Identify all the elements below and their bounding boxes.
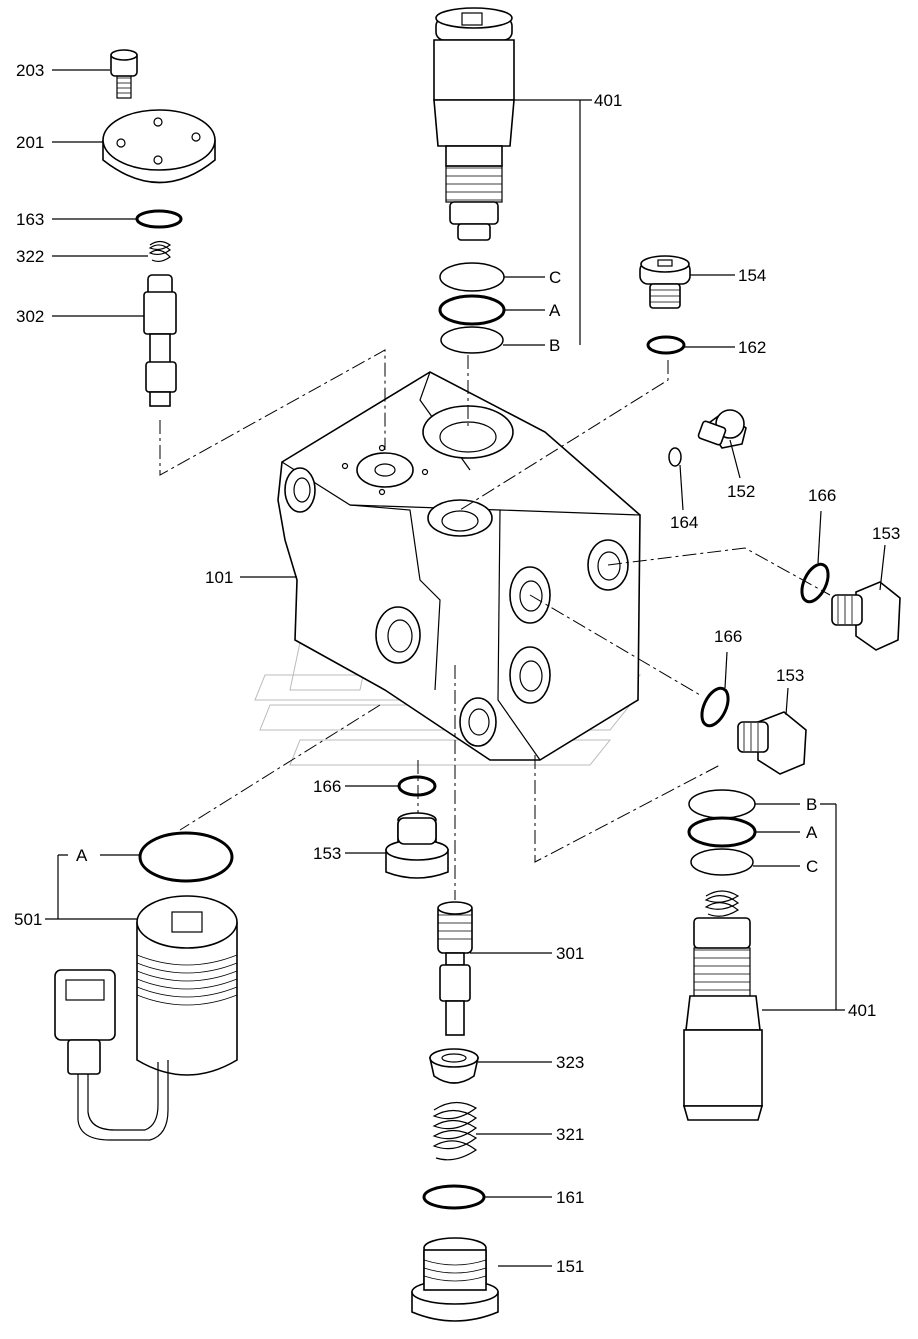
label-c-top: C [549,268,561,287]
label-153-right-middle: 153 [776,666,804,685]
label-152: 152 [727,482,755,501]
assembly-centerlines [159,349,831,900]
oring-166-right-middle [700,686,730,728]
label-501: 501 [14,910,42,929]
label-401-top: 401 [594,91,622,110]
oring-162 [646,335,686,355]
label-166-right-middle: 166 [714,627,742,646]
backup-ring-b-bottom [688,789,756,819]
label-c-bottom: C [806,857,818,876]
plug-152 [697,409,747,449]
label-163: 163 [16,210,44,229]
label-166-right-upper: 166 [808,486,836,505]
label-162: 162 [738,338,766,357]
screw-203 [110,49,138,99]
label-b-bottom: B [806,795,817,814]
oring-a-top [438,294,506,326]
cover-plate-201 [102,109,216,184]
label-a-solenoid: A [76,846,88,865]
label-101: 101 [205,568,233,587]
plug-153-right-upper [831,581,901,651]
label-302: 302 [16,307,44,326]
oring-166-right-upper [800,562,830,604]
label-b-top: B [549,336,560,355]
part-labels: 203 201 163 322 302 401 C A B 154 162 15… [14,61,900,1276]
spring-321 [432,1101,478,1161]
valve-body-101 [277,371,641,761]
label-164: 164 [670,513,698,532]
oring-161 [422,1184,486,1210]
spool-301 [437,901,473,1036]
label-166-bottom: 166 [313,777,341,796]
plug-153-right-middle [737,711,807,775]
plug-151 [411,1237,499,1322]
backup-ring-c-bottom [690,848,754,876]
label-a-top: A [549,301,561,320]
relief-valve-401-top [433,7,515,241]
solenoid-501 [54,895,238,1141]
label-a-bottom: A [806,823,818,842]
label-154: 154 [738,266,766,285]
oring-a-bottom [687,816,757,848]
label-203: 203 [16,61,44,80]
spring-seat-323 [429,1048,479,1084]
label-161: 161 [556,1188,584,1207]
label-401-bottom: 401 [848,1001,876,1020]
relief-valve-401-bottom [682,890,764,1121]
label-301: 301 [556,944,584,963]
leader-lines [45,69,886,1267]
label-201: 201 [16,133,44,152]
backup-ring-c-top [439,262,505,292]
spool-302 [143,274,177,407]
oring-164 [668,447,682,467]
plug-154 [639,255,691,309]
backup-ring-b-top [440,326,504,354]
oring-a-solenoid [138,831,234,883]
label-321: 321 [556,1125,584,1144]
plug-153-bottom [385,812,449,879]
label-153-right-upper: 153 [872,524,900,543]
label-151: 151 [556,1257,584,1276]
oring-166-bottom [397,775,437,797]
spring-322 [148,240,172,263]
label-323: 323 [556,1053,584,1072]
label-153-bottom: 153 [313,844,341,863]
oring-163 [135,209,183,229]
label-322: 322 [16,247,44,266]
